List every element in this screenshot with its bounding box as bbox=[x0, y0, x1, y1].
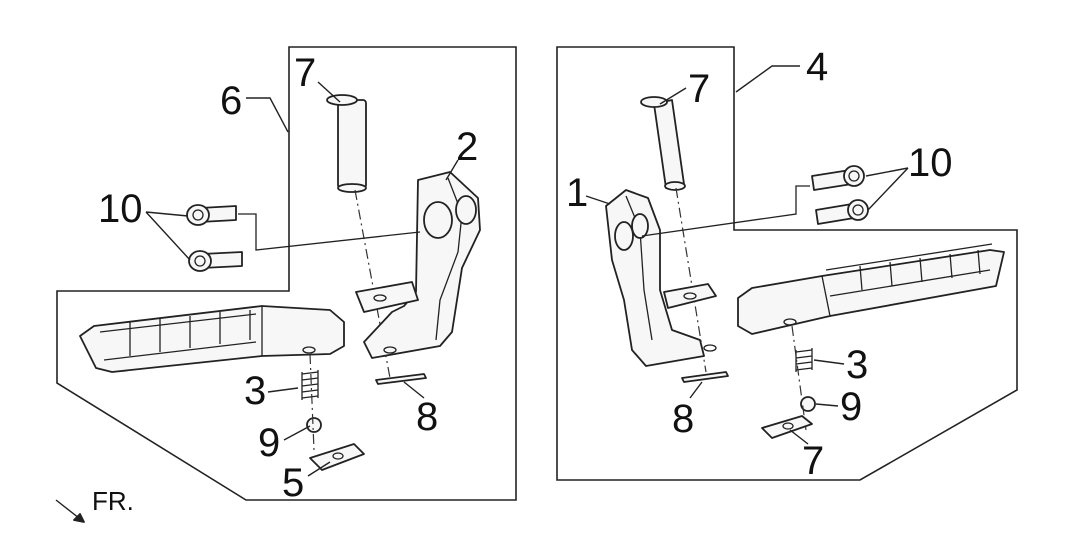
left-bracket bbox=[355, 171, 481, 359]
callout-left-bolts: 10 bbox=[98, 187, 143, 231]
callout-right-plate: 7 bbox=[802, 439, 824, 483]
right-spring bbox=[795, 348, 813, 372]
right-bolts bbox=[811, 165, 869, 225]
left-bolts bbox=[186, 204, 243, 272]
left-assembly: 6 7 2 10 3 9 5 8 bbox=[56, 46, 517, 505]
right-pin bbox=[640, 96, 686, 191]
front-direction-indicator: FR. bbox=[55, 486, 134, 523]
right-assembly: 4 7 1 10 3 9 7 8 bbox=[556, 45, 1018, 483]
callout-left-plate: 5 bbox=[282, 461, 304, 505]
left-ball bbox=[306, 417, 322, 433]
callout-left-spring: 3 bbox=[244, 369, 266, 413]
callout-right-bolts: 10 bbox=[908, 141, 953, 185]
callout-left-frame: 6 bbox=[220, 79, 242, 123]
right-bracket bbox=[605, 189, 717, 367]
left-spring-axis bbox=[309, 353, 315, 451]
right-assembly-frame bbox=[556, 46, 1018, 481]
left-pin-axis bbox=[354, 189, 391, 379]
callout-left-clip: 8 bbox=[416, 395, 438, 439]
right-bolt-axis bbox=[641, 185, 810, 237]
left-assembly-frame bbox=[56, 46, 517, 501]
front-direction-label: FR. bbox=[92, 486, 134, 516]
right-ball bbox=[800, 396, 816, 412]
callout-right-spring: 3 bbox=[846, 343, 868, 387]
callout-left-pin: 7 bbox=[294, 51, 316, 95]
right-clip bbox=[681, 371, 729, 383]
front-arrowhead-icon bbox=[73, 513, 85, 523]
callout-right-bracket: 1 bbox=[566, 171, 588, 215]
callout-right-pin: 7 bbox=[688, 67, 710, 111]
right-spring-axis bbox=[791, 325, 807, 431]
right-footpeg bbox=[737, 243, 1005, 335]
left-clip bbox=[375, 373, 427, 385]
callout-right-ball: 9 bbox=[840, 385, 862, 429]
callout-left-bracket: 2 bbox=[456, 125, 478, 169]
callout-right-frame: 4 bbox=[806, 45, 828, 89]
left-spring bbox=[301, 370, 319, 400]
right-plate bbox=[761, 415, 813, 439]
left-plate bbox=[309, 443, 365, 471]
left-footpeg bbox=[79, 305, 345, 373]
callout-left-ball: 9 bbox=[258, 421, 280, 465]
left-pin bbox=[326, 94, 367, 193]
callout-right-clip: 8 bbox=[672, 397, 694, 441]
left-bolt-axis bbox=[238, 213, 421, 251]
